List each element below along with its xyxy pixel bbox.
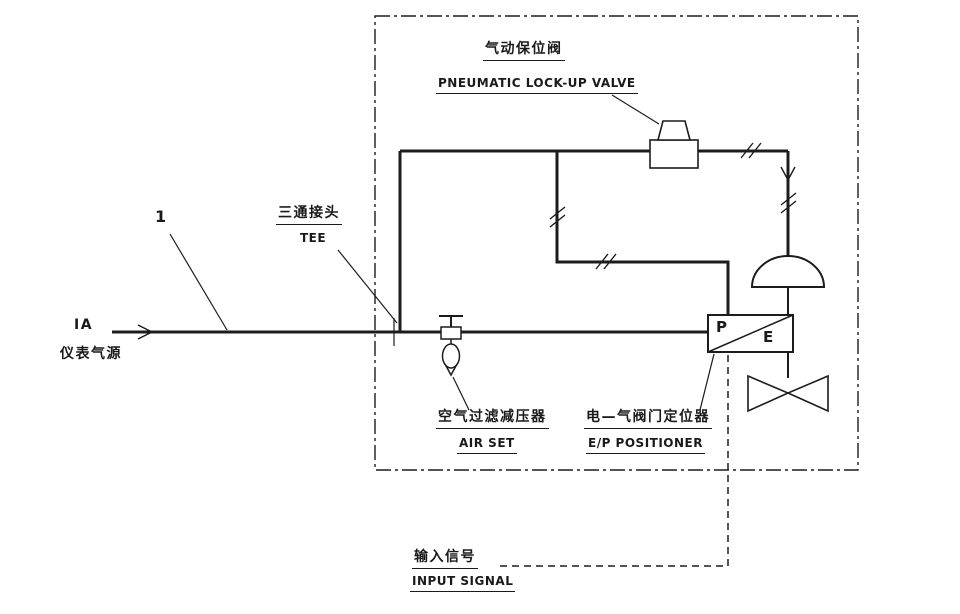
positioner-label-cn: 电—气阀门定位器 <box>584 409 712 430</box>
lockup-label-en: PNEUMATIC LOCK-UP VALVE <box>436 76 638 95</box>
line-break-marks-loop-horizontal <box>595 253 617 270</box>
instrument-air-label: 仪表气源 <box>60 346 122 362</box>
control-valve-body <box>747 374 829 413</box>
positioner-output-line <box>555 151 730 315</box>
line-break-marks-top <box>740 142 762 159</box>
flow-arrow-down-icon <box>780 166 796 182</box>
line-number-label: 1 <box>155 207 167 226</box>
ia-label: IA <box>74 317 94 333</box>
leader-lines <box>169 94 715 411</box>
ep-positioner-symbol <box>707 314 794 353</box>
air-set-label-cn: 空气过滤减压器 <box>436 409 549 430</box>
package-boundary <box>374 15 859 471</box>
leader-line-number <box>169 233 228 331</box>
air-set-symbol <box>439 315 463 377</box>
leader-tee <box>337 249 398 324</box>
air-set-label-en: AIR SET <box>457 436 517 455</box>
lockup-valve-symbol <box>649 120 699 169</box>
leader-air-set <box>452 376 470 411</box>
leader-lockup-valve <box>611 94 660 125</box>
input-signal-label-en: INPUT SIGNAL <box>410 574 516 593</box>
positioner-p-letter: P <box>716 318 727 336</box>
input-signal-label-cn: 输入信号 <box>412 549 478 570</box>
positioner-e-letter: E <box>763 328 774 346</box>
actuator-dome <box>750 255 826 288</box>
flow-arrow-right-icon <box>137 324 154 340</box>
leader-positioner <box>699 353 715 411</box>
positioner-label-en: E/P POSITIONER <box>586 436 705 455</box>
tee-label-cn: 三通接头 <box>276 205 342 226</box>
line-break-marks-right <box>780 192 797 214</box>
input-signal-line <box>500 353 729 567</box>
line-break-marks-loop-vertical <box>549 206 566 228</box>
tee-label-en: TEE <box>300 231 327 245</box>
lockup-label-cn: 气动保位阀 <box>483 41 565 62</box>
